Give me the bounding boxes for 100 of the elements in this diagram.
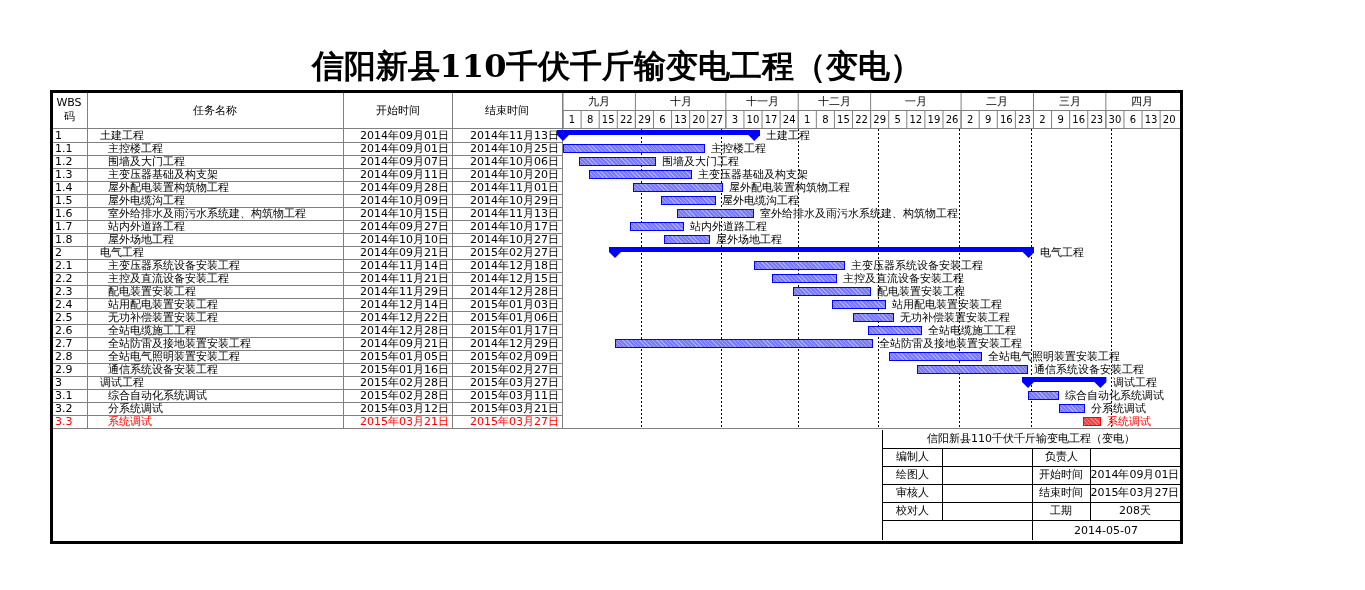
bar-label: 主控楼工程 bbox=[711, 142, 767, 155]
wbs-code: 1.4 bbox=[55, 181, 73, 194]
bar-label: 分系统调试 bbox=[1091, 402, 1147, 415]
start-date: 2014年09月11日 bbox=[360, 168, 449, 181]
task-name: 分系统调试 bbox=[108, 402, 163, 415]
info-label: 结束时间 bbox=[1039, 486, 1083, 499]
wbs-code: 3.3 bbox=[55, 415, 73, 428]
week-day-label: 9 bbox=[1057, 113, 1064, 126]
bar-label: 屋外配电装置构筑物工程 bbox=[729, 181, 851, 194]
wbs-code: 1.1 bbox=[55, 142, 73, 155]
end-date: 2014年11月13日 bbox=[470, 129, 559, 142]
task-name: 综合自动化系统调试 bbox=[108, 389, 207, 402]
info-label: 编制人 bbox=[895, 450, 929, 463]
start-date: 2014年12月28日 bbox=[360, 324, 449, 337]
month-label: 十月 bbox=[669, 95, 692, 108]
end-date: 2015年03月21日 bbox=[470, 402, 559, 415]
task-name: 主变压器基础及构支架 bbox=[108, 168, 218, 181]
week-day-label: 8 bbox=[586, 113, 594, 126]
end-date: 2014年12月18日 bbox=[470, 259, 559, 272]
week-day-label: 30 bbox=[1108, 113, 1122, 126]
month-label: 一月 bbox=[904, 95, 927, 108]
start-date: 2014年09月28日 bbox=[360, 181, 449, 194]
week-day-label: 20 bbox=[692, 113, 706, 126]
week-day-label: 16 bbox=[999, 113, 1013, 126]
start-date: 2014年10月10日 bbox=[360, 233, 449, 246]
bar-label: 站用配电装置安装工程 bbox=[892, 298, 1003, 311]
end-date: 2015年02月09日 bbox=[470, 350, 559, 363]
start-date: 2014年12月14日 bbox=[360, 298, 449, 311]
end-date: 2014年10月20日 bbox=[470, 168, 559, 181]
wbs-code: 2.7 bbox=[55, 337, 73, 350]
wbs-code: 1.3 bbox=[55, 168, 73, 181]
wbs-code: 2.4 bbox=[55, 298, 73, 311]
column-header: 任务名称 bbox=[193, 104, 237, 117]
week-day-label: 9 bbox=[985, 113, 992, 126]
end-date: 2015年03月27日 bbox=[470, 415, 559, 428]
task-name: 主控楼工程 bbox=[108, 142, 163, 155]
week-day-label: 8 bbox=[822, 113, 829, 126]
wbs-code: 2 bbox=[55, 246, 62, 259]
week-day-label: 10 bbox=[746, 113, 760, 126]
end-date: 2014年12月28日 bbox=[470, 285, 559, 298]
wbs-code: 3 bbox=[55, 376, 62, 389]
week-day-label: 23 bbox=[1090, 113, 1104, 126]
end-date: 2014年11月13日 bbox=[470, 207, 559, 220]
week-day-label: 3 bbox=[731, 113, 739, 126]
end-date: 2015年01月03日 bbox=[470, 298, 559, 311]
week-day-label: 15 bbox=[837, 113, 850, 126]
week-day-label: 29 bbox=[638, 113, 651, 126]
bar-label: 无功补偿装置安装工程 bbox=[899, 311, 1010, 324]
week-day-label: 26 bbox=[945, 113, 959, 126]
end-date: 2014年10月25日 bbox=[470, 142, 559, 155]
start-date: 2015年02月28日 bbox=[360, 376, 449, 389]
info-value: 2014-05-07 bbox=[1074, 524, 1138, 537]
start-date: 2015年01月16日 bbox=[360, 363, 449, 376]
week-day-label: 15 bbox=[601, 113, 615, 126]
end-date: 2014年12月15日 bbox=[470, 272, 559, 285]
week-day-label: 23 bbox=[1018, 113, 1031, 126]
start-date: 2014年10月15日 bbox=[360, 207, 449, 220]
wbs-code: 3.1 bbox=[55, 389, 73, 402]
wbs-code: 1.6 bbox=[55, 207, 73, 220]
week-day-label: 24 bbox=[782, 113, 796, 126]
week-day-label: 22 bbox=[855, 113, 868, 126]
start-date: 2014年11月29日 bbox=[360, 285, 449, 298]
task-name: 系统调试 bbox=[108, 415, 152, 428]
start-date: 2014年11月21日 bbox=[360, 272, 449, 285]
task-name: 屋外电缆沟工程 bbox=[108, 194, 185, 207]
start-date: 2015年03月21日 bbox=[360, 415, 449, 428]
bar-label: 土建工程 bbox=[766, 129, 811, 142]
start-date: 2015年01月05日 bbox=[360, 350, 449, 363]
bar-label: 站内外道路工程 bbox=[690, 220, 768, 233]
task-name: 屋外场地工程 bbox=[108, 233, 174, 246]
bar-label: 主变压器系统设备安装工程 bbox=[850, 259, 983, 272]
wbs-code: 1.7 bbox=[55, 220, 73, 233]
wbs-code: 2.1 bbox=[55, 259, 73, 272]
week-day-label: 2 bbox=[966, 113, 974, 126]
info-value: 208天 bbox=[1119, 504, 1151, 517]
week-day-label: 22 bbox=[619, 113, 633, 126]
task-name: 主控及直流设备安装工程 bbox=[108, 272, 229, 285]
info-label: 审核人 bbox=[895, 486, 929, 499]
task-name: 室外给排水及雨污水系统建、构筑物工程 bbox=[108, 207, 306, 220]
month-label: 四月 bbox=[1131, 95, 1154, 108]
week-day-label: 20 bbox=[1162, 113, 1176, 126]
wbs-code: 2.5 bbox=[55, 311, 73, 324]
wbs-code: 2.9 bbox=[55, 363, 73, 376]
month-label: 三月 bbox=[1058, 95, 1081, 108]
bar-label: 系统调试 bbox=[1106, 415, 1151, 428]
info-value: 2015年03月27日 bbox=[1090, 486, 1180, 499]
week-day-label: 27 bbox=[710, 113, 724, 126]
info-value: 2014年09月01日 bbox=[1090, 468, 1180, 481]
task-name: 全站防雷及接地装置安装工程 bbox=[108, 337, 251, 350]
task-name: 屋外配电装置构筑物工程 bbox=[108, 181, 229, 194]
end-date: 2015年01月06日 bbox=[470, 311, 559, 324]
end-date: 2014年10月06日 bbox=[470, 155, 559, 168]
week-day-label: 2 bbox=[1039, 113, 1046, 126]
task-name: 电气工程 bbox=[100, 246, 144, 259]
end-date: 2014年10月27日 bbox=[470, 233, 559, 246]
task-name: 站用配电装置安装工程 bbox=[108, 298, 218, 311]
bar-label: 通信系统设备安装工程 bbox=[1034, 363, 1145, 376]
wbs-code: 3.2 bbox=[55, 402, 73, 415]
task-name: 土建工程 bbox=[100, 129, 144, 142]
week-day-label: 29 bbox=[873, 113, 886, 126]
